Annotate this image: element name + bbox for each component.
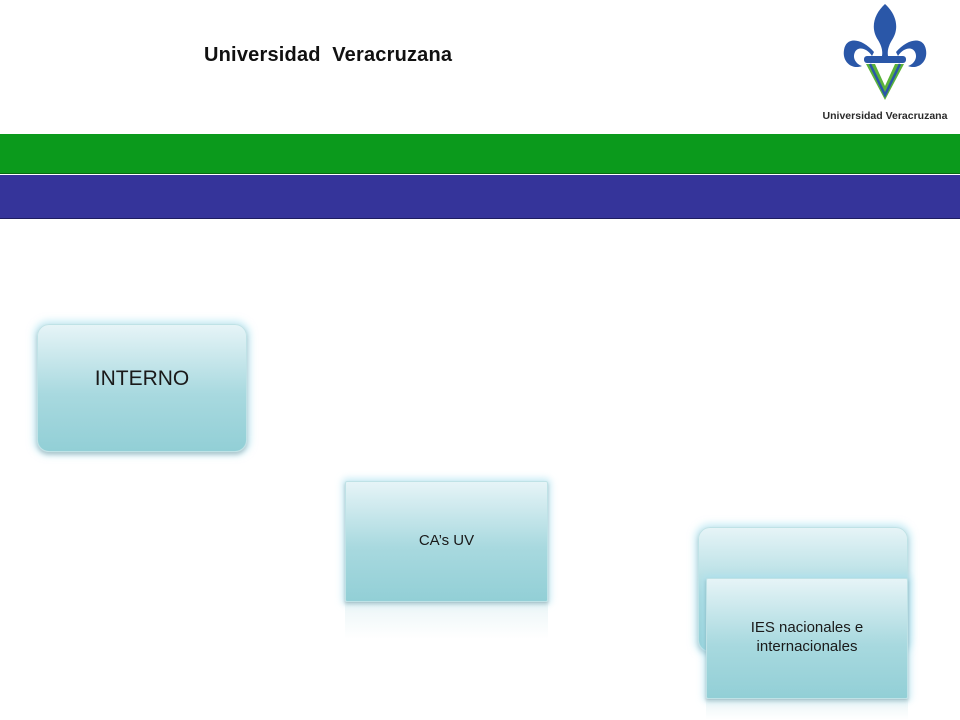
ies-node: IES nacionales e internacionales — [706, 578, 908, 699]
uv-fleur-de-lis-icon — [843, 4, 927, 100]
ies-reflection — [706, 700, 908, 720]
cas-uv-node: CA’s UV — [345, 481, 548, 602]
interno-label: INTERNO — [94, 367, 190, 390]
header-band-blue — [0, 175, 960, 219]
page-title: Universidad Veracruzana — [204, 44, 453, 66]
cas-uv-reflection — [345, 603, 548, 639]
logo-text: Universidad Veracruzana — [822, 110, 948, 122]
header-band-green — [0, 134, 960, 174]
cas-uv-label: CA’s UV — [418, 532, 475, 549]
university-logo: Universidad Veracruzana — [812, 0, 958, 130]
ies-label: IES nacionales e internacionales — [750, 619, 864, 655]
interno-node: INTERNO — [37, 324, 247, 452]
